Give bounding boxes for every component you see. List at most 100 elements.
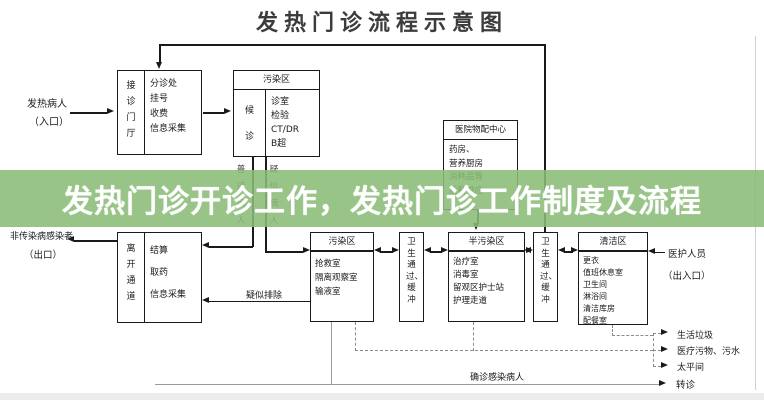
semi-item: 消毒室 [453,270,479,280]
triage-header: 污染区 [234,71,319,90]
semi-item: 护理走道 [453,296,488,306]
reception-item: 分诊处 [150,79,178,89]
bidir-arrowhead [526,247,533,253]
leave-side-label: 离开通道 [126,244,136,302]
entry-arrow-line [70,112,107,114]
headline-text[interactable]: 发热门诊开诊工作，发热门诊工作制度及流程 [62,184,702,220]
bidir-arrowhead [424,247,431,253]
reception-to-triage-line [203,112,224,114]
clean-area-box: 清洁区 更衣 值班休息室 卫生间 淋浴间 清洁库房 配餐室 [578,232,648,325]
triage-side-label: 候诊 [244,106,254,142]
staff-label-line1: 医护人员 [668,249,707,260]
staff-arrowhead [648,248,655,254]
clean-item: 卫生间 [583,280,607,289]
rail-drop-hygiene2-line [544,44,546,232]
supply-item: 营养厨房 [449,158,484,169]
triage-item: 检验 [271,111,290,121]
contaminated-item: 输液室 [315,287,341,297]
leave-item: 取药 [150,268,169,278]
waste-dashed-stub [653,366,661,367]
bidir-line [564,251,573,253]
contaminated-item: 抢救室 [315,259,341,269]
reception-side-label: 接诊门厅 [126,81,136,139]
waste-label: 生活垃圾 [677,331,714,341]
waste-label: 医疗污物、污水 [677,347,741,357]
exit-arrow-line [74,240,117,242]
triage-item: 诊室 [271,97,290,107]
entry-label-line1: 发热病人 [27,99,67,110]
triage-item: B超 [271,139,287,149]
semi-item: 治疗室 [453,257,479,267]
leave-item: 信息采集 [150,290,187,300]
arrow-down-into-reception [156,62,162,69]
headline-banner[interactable]: 发热门诊开诊工作，发热门诊工作制度及流程 [0,170,764,227]
reception-item: 收费 [150,109,169,119]
reception-item: 挂号 [150,94,169,104]
clean-item: 淋浴间 [583,292,607,301]
waste-arrowhead [661,329,668,335]
waste-arrowhead [661,346,668,352]
staff-arrow-line [655,252,665,253]
contaminated-box: 污染区 抢救室 隔离观察室 输液室 [310,232,374,322]
bidir-arrowhead [374,247,381,253]
triage-contaminated-box: 污染区 候诊 诊室 检验 CT/DR B超 [233,70,320,157]
clean-item: 清洁库房 [583,304,615,313]
page-bottom-strip [0,393,764,400]
suspected-patient-flow-line [265,251,303,253]
bidir-arrowhead [441,247,448,253]
page-title: 发热门诊流程示意图 [255,11,508,36]
waste-label: 太平间 [677,363,705,373]
waste-dashed-line [473,322,474,351]
contaminated-header: 污染区 [311,233,373,252]
bidir-line [430,251,442,253]
referral-line [331,322,332,384]
suspected-excluded-arrowhead [202,297,209,303]
top-rail-line [160,44,545,46]
normal-patient-flow-line [209,246,253,248]
clean-item: 配餐室 [583,316,607,325]
waste-dashed-line [355,322,356,351]
supply-item: 药房、 [449,145,475,155]
bidir-arrowhead [558,247,565,253]
staff-label-line2: （出入口） [663,271,711,282]
leave-item: 结算 [150,246,169,256]
triage-item: CT/DR [271,125,299,135]
entry-label-line2: （入口） [29,117,69,128]
semi-item: 留观区护士站 [453,283,505,293]
waste-dashed-stub [653,350,661,351]
waste-dashed-line [612,335,653,336]
bidir-line [380,251,393,253]
rail-drop-reception-line [159,44,161,62]
semi-contaminated-header: 半污染区 [449,233,524,252]
clean-item: 更衣 [583,256,599,265]
exit-label-line1: 非传染病感染者 [10,232,74,242]
reception-item: 信息采集 [150,124,187,134]
hygiene-pass-1-box: 卫生通过、缓冲 [399,232,424,322]
exit-label-line2: （出口） [24,250,63,261]
suspected-excluded-label: 疑似排除 [246,291,283,301]
hygiene-pass-2-box: 卫生通过、缓冲 [533,232,558,322]
semi-contaminated-box: 半污染区 治疗室 消毒室 留观区护士站 护理走道 [448,232,525,322]
exit-arrowhead [67,236,74,242]
referral-line [155,384,661,385]
supply-center-header: 医院物配中心 [444,121,517,140]
hygiene-pass-1-label: 卫生通过、缓冲 [406,237,424,305]
hygiene-pass-2-label: 卫生通过、缓冲 [540,237,558,305]
suspected-excluded-line [209,301,310,302]
waste-dashed-line [355,350,653,351]
waste-dashed-line [612,325,613,336]
normal-patient-arrowhead [202,242,209,248]
bidir-arrowhead [392,247,399,253]
referral-arrowhead [659,380,666,386]
leave-channel-box: 离开通道 结算 取药 信息采集 [117,232,202,323]
reception-to-triage-arrowhead [224,108,231,114]
confirmed-patient-label: 确诊感染病人 [470,373,525,383]
waste-dashed-stub [653,333,661,334]
clean-area-header: 清洁区 [579,233,647,252]
entry-arrowhead [107,108,114,114]
clean-item: 值班休息室 [583,268,623,277]
waste-arrowhead [661,362,668,368]
contaminated-item: 隔离观察室 [315,273,358,283]
bidir-arrowhead [571,247,578,253]
